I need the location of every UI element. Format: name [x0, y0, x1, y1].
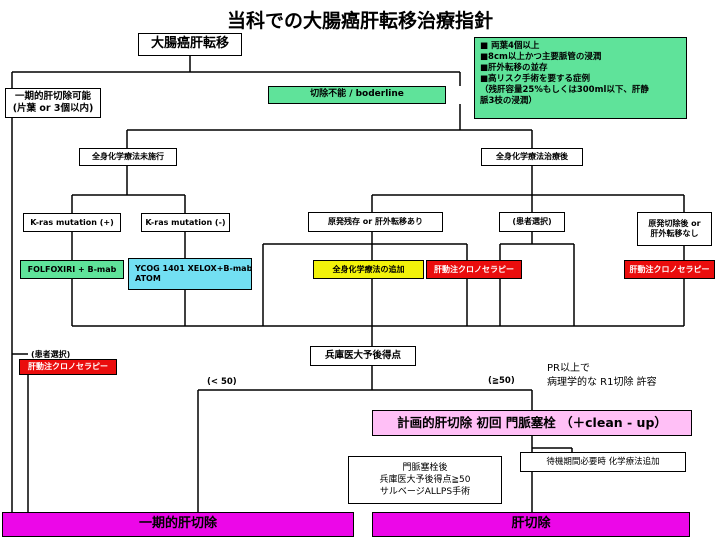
unresectable-label: 切除不能 / boderline [310, 89, 404, 100]
residual-label: 原発残存 or 肝外転移あり [327, 217, 423, 226]
score-label: 兵庫医大予後得点 [324, 350, 401, 362]
wait-note-label: 待機期間必要時 化学療法追加 [546, 456, 660, 467]
residual-node: 原発残存 or 肝外転移あり [308, 212, 443, 232]
post-embolization-box: 門脈塞栓後 兵庫医大予後得点≧50 サルベージALLPS手術 [348, 456, 502, 504]
kras-negative-label: K-ras mutation (-) [145, 217, 226, 227]
hepatectomy-label: 肝切除 [511, 516, 551, 532]
ycog-node: YCOG 1401 XELOX+B-mab ATOM [128, 258, 252, 290]
hai-middle-label: 肝動注クロノセラピー [434, 264, 514, 274]
add-chemo-label: 全身化学療法の追加 [332, 264, 405, 274]
ycog-line: YCOG 1401 XELOX+B-mab [135, 264, 253, 273]
hai-left-label: 肝動注クロノセラピー [28, 362, 108, 371]
left-patient-choice-label: (患者選択) [31, 350, 71, 359]
wait-note-box: 待機期間必要時 化学療法追加 [520, 452, 686, 472]
criterion-line: （残肝容量25%もしくは300ml以下、肝静 [480, 85, 649, 96]
unresectable-criteria-box: ■ 両葉4個以上 ■8cm以上かつ主要脈管の浸潤 ■肝外転移の並存 ■高リスク手… [474, 37, 687, 119]
planned-resection-label: 計画的肝切除 初回 門脈塞栓 （＋clean - up） [397, 415, 667, 431]
no-chemo-label: 全身化学療法未施行 [92, 152, 164, 161]
lt50-label: (< 50) [207, 377, 237, 387]
ge50-label: (≧50) [488, 376, 515, 386]
score-node: 兵庫医大予後得点 [310, 346, 416, 366]
kras-positive-node: K-ras mutation (+) [23, 213, 121, 232]
unresectable-node: 切除不能 / boderline [268, 86, 446, 104]
post-embolization-line: 兵庫医大予後得点≧50 [379, 474, 471, 485]
resectable-line: (片葉 or 3個以内) [12, 103, 94, 114]
post-chemo-node: 全身化学療法治療後 [481, 148, 583, 166]
planned-resection-node: 計画的肝切除 初回 門脈塞栓 （＋clean - up） [372, 410, 692, 436]
resectable-node: 一期的肝切除可能 (片葉 or 3個以内) [5, 88, 101, 118]
root-label: 大腸癌肝転移 [150, 36, 229, 52]
post-embolization-line: サルベージALLPS手術 [379, 487, 471, 498]
one-stage-resection-node: 一期的肝切除 [2, 512, 354, 537]
root-node: 大腸癌肝転移 [138, 33, 242, 56]
kras-negative-node: K-ras mutation (-) [141, 213, 230, 232]
hai-right-label: 肝動注クロノセラピー [629, 264, 710, 274]
post-resection-line: 肝外転移なし [650, 229, 699, 238]
criterion-line: 脈3枝の浸潤） [480, 96, 537, 107]
folfoxiri-node: FOLFOXIRI + B-mab [20, 260, 124, 279]
post-resection-node: 原発切除後 or 肝外転移なし [637, 212, 712, 246]
add-chemo-node: 全身化学療法の追加 [313, 260, 424, 279]
patient-choice-label: (患者選択) [512, 217, 552, 226]
post-resection-line: 原発切除後 or [648, 219, 701, 228]
patient-choice-node: (患者選択) [499, 212, 565, 232]
kras-positive-label: K-ras mutation (+) [30, 217, 114, 227]
one-stage-resection-label: 一期的肝切除 [138, 516, 217, 532]
folfoxiri-label: FOLFOXIRI + B-mab [27, 264, 117, 274]
pr-note-line2: 病理学的な R1切除 許容 [547, 377, 657, 388]
no-chemo-node: 全身化学療法未施行 [79, 148, 177, 166]
hepatectomy-node: 肝切除 [372, 512, 690, 537]
ycog-line: ATOM [135, 274, 161, 283]
post-embolization-line: 門脈塞栓後 [402, 462, 448, 473]
pr-note-line1: PR以上で [547, 363, 590, 374]
criterion-line: ■肝外転移の並存 [480, 63, 548, 74]
resectable-line: 一期的肝切除可能 [14, 91, 91, 103]
hai-node-left: 肝動注クロノセラピー [19, 359, 117, 375]
hai-node-middle: 肝動注クロノセラピー [426, 260, 522, 279]
post-chemo-label: 全身化学療法治療後 [496, 152, 568, 161]
criterion-line: ■高リスク手術を要する症例 [480, 74, 591, 85]
hai-node-right: 肝動注クロノセラピー [624, 260, 715, 279]
criterion-line: ■ 両葉4個以上 [480, 41, 540, 51]
page-title: 当科での大腸癌肝転移治療指針 [226, 10, 493, 32]
criterion-line: ■8cm以上かつ主要脈管の浸潤 [480, 52, 602, 63]
